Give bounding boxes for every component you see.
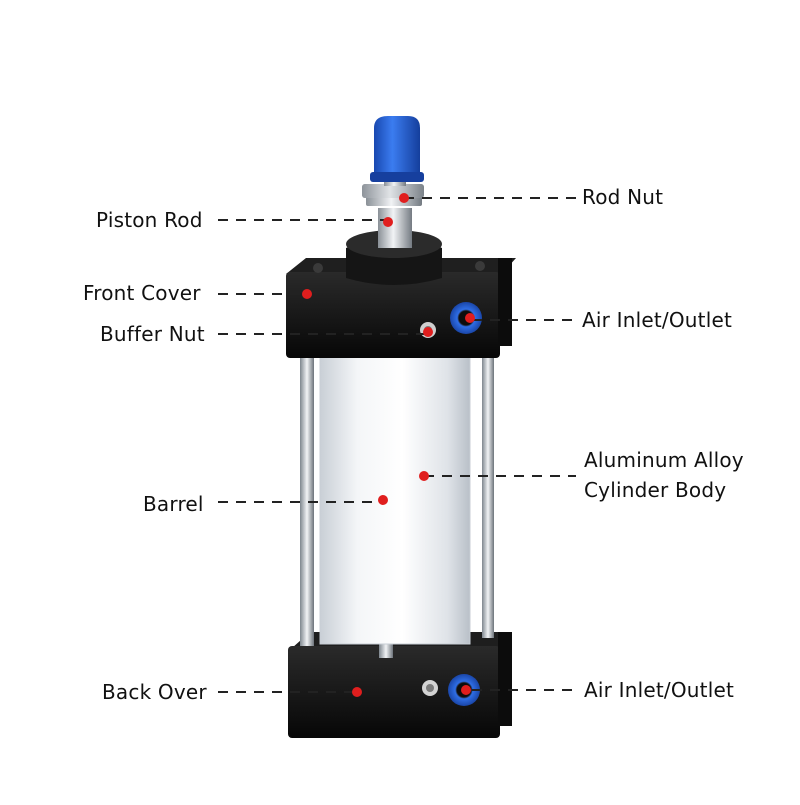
- label-aluminum-alloy-line2: Cylinder Body: [584, 478, 727, 502]
- leader-lines: [218, 197, 576, 693]
- label-air-inlet-outlet-top: Air Inlet/Outlet: [582, 308, 732, 332]
- label-aluminum-alloy-line1: Aluminum Alloy: [584, 448, 744, 472]
- callout-markers: [302, 193, 475, 697]
- label-buffer-nut: Buffer Nut: [100, 322, 205, 346]
- marker-aluminum: [419, 471, 429, 481]
- piston-rod-assembly: [362, 172, 424, 248]
- label-piston-rod: Piston Rod: [96, 208, 203, 232]
- marker-buffer-nut: [423, 327, 433, 337]
- marker-piston-rod: [383, 217, 393, 227]
- barrel-tube: [319, 351, 471, 645]
- marker-air-top: [465, 313, 475, 323]
- label-air-inlet-outlet-bottom: Air Inlet/Outlet: [584, 678, 734, 702]
- marker-back-over: [352, 687, 362, 697]
- marker-barrel: [378, 495, 388, 505]
- blue-protective-cap: [370, 116, 424, 182]
- label-barrel: Barrel: [143, 492, 204, 516]
- marker-air-bottom: [461, 685, 471, 695]
- back-buffer-screw: [422, 680, 438, 696]
- marker-front-cover: [302, 289, 312, 299]
- label-rod-nut: Rod Nut: [582, 185, 664, 209]
- marker-rod-nut: [399, 193, 409, 203]
- label-front-cover: Front Cover: [83, 281, 201, 305]
- label-back-over: Back Over: [102, 680, 207, 704]
